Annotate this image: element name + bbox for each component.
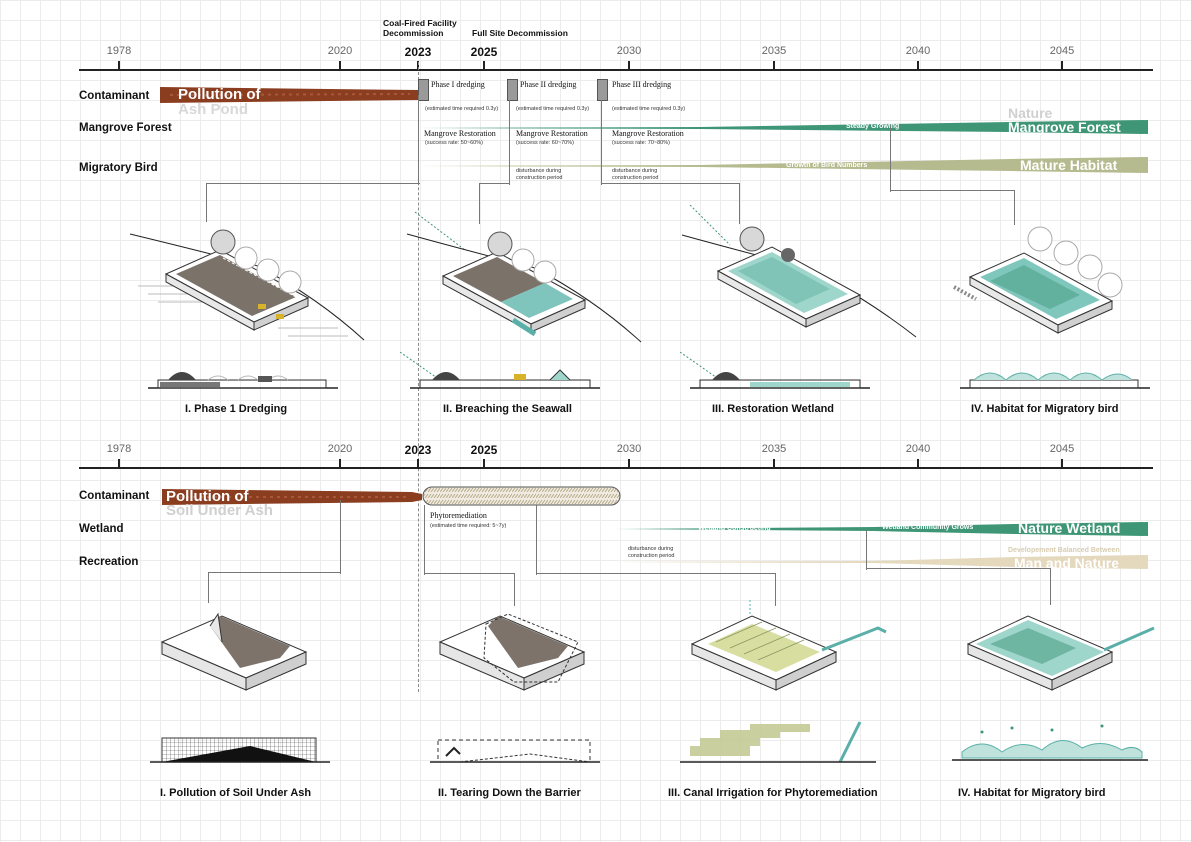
phase1-ash-pond-illustration [128,228,368,348]
bird-end-label: Mature Habitat [1020,158,1117,172]
bottom-caption-1: I. Pollution of Soil Under Ash [160,787,311,799]
timeline-axis [79,69,1153,71]
top-caption-3: III. Restoration Wetland [712,403,834,415]
year-label: 2040 [906,443,930,455]
top-caption-1: I. Phase 1 Dredging [185,403,287,415]
year-label: 2040 [906,45,930,57]
contaminant-band-label: Ash Pond [178,102,248,117]
year-label: 2045 [1050,45,1074,57]
barrier-section [430,730,600,770]
phase2-seawall-illustration [405,210,645,350]
year-label: 2020 [328,443,352,455]
year-label: 2030 [617,443,641,455]
phase2-section [400,352,600,394]
year-label: 2035 [762,45,786,57]
connector-line [601,100,602,185]
bird-band-label: Growth of Bird Numbers [786,162,867,169]
year-label: 2023 [405,45,432,59]
connector-line [890,125,891,192]
phyto-label: Phytoremediation [430,511,487,520]
soil-section [150,730,330,770]
year-label: 2030 [617,45,641,57]
year-label: 2025 [471,45,498,59]
phase-marker [597,79,608,101]
timeline-axis [79,467,1153,469]
coal-decommission-label: Coal-Fired Facility Decommission [383,18,457,38]
phytoremediation-bar [422,486,622,506]
row-label-recreation: Recreation [79,556,138,568]
row-label-contaminant: Contaminant [79,90,149,102]
phase-time: (estimated time required 0.3y) [425,106,498,113]
connector-line [208,572,341,603]
habitat-section [960,356,1150,394]
phase-marker [507,79,518,101]
row-label-bird: Migratory Bird [79,162,158,174]
connector-line [340,500,341,574]
year-label: 2023 [405,443,432,457]
wetland-band-label: Wetland Community Grows [882,524,973,531]
connector-line [206,183,420,222]
mangrove-end-label: Nature [1008,106,1052,120]
bottom-caption-4: IV. Habitat for Migratory bird [958,787,1106,799]
connector-line [509,100,510,185]
full-site-decommission-label: Full Site Decommission [472,28,568,38]
phase1-section [148,364,338,394]
year-label: 1978 [107,45,131,57]
wetland-band-label: Wetland Constructing [698,525,771,532]
top-caption-4: IV. Habitat for Migratory bird [971,403,1119,415]
bottom-caption-2: II. Tearing Down the Barrier [438,787,581,799]
phase-time: (estimated time required 0.3y) [612,106,685,113]
canal-section [680,718,880,770]
connector-line [536,505,537,575]
mangrove-band-label: Steady Growing [846,123,899,130]
phase3-section [680,352,870,394]
year-label: 2020 [328,45,352,57]
connector-line [424,505,425,575]
phase-time: (estimated time required 0.3y) [516,106,589,113]
tearing-barrier-block [438,612,588,692]
habitat-illustration [940,225,1140,345]
phase3-restoration-illustration [680,205,920,345]
contaminant-band-label: Pollution of [178,87,260,102]
restoration-rate: (success rate: 60~70%) [516,140,574,147]
phase-marker [418,79,429,101]
habitat-bottom-section [952,722,1148,770]
recreation-end-label: Developement Balanced Between [1008,547,1120,554]
year-label: 2035 [762,443,786,455]
year-label: 1978 [107,443,131,455]
restoration-rate: (success rate: 50~60%) [425,140,483,147]
phase-name: Phase III dredging [612,80,671,89]
restoration-rate: (success rate: 70~80%) [612,140,670,147]
phase-name: Phase I dredging [431,80,485,89]
wetland-habitat-block [966,592,1162,692]
mangrove-end-label: Mangrove Forest [1008,120,1121,134]
connector-line [418,95,419,185]
year-label: 2025 [471,443,498,457]
year-label: 2045 [1050,443,1074,455]
top-caption-2: II. Breaching the Seawall [443,403,572,415]
soil-band-label: Soil Under Ash [166,503,273,518]
phase-name: Phase II dredging [520,80,576,89]
connector-line [424,573,515,606]
bottom-caption-3: III. Canal Irrigation for Phytoremediati… [668,787,878,799]
phyto-time: (estimated time required: 5~7y) [430,523,506,530]
soil-under-ash-block [160,612,310,692]
connector-line [866,530,867,570]
canal-irrigation-block [690,592,890,692]
wetland-end-label: Nature Wetland [1018,521,1120,535]
row-label-wetland: Wetland [79,523,124,535]
row-label-contaminant: Contaminant [79,490,149,502]
row-label-mangrove: Mangrove Forest [79,122,172,134]
